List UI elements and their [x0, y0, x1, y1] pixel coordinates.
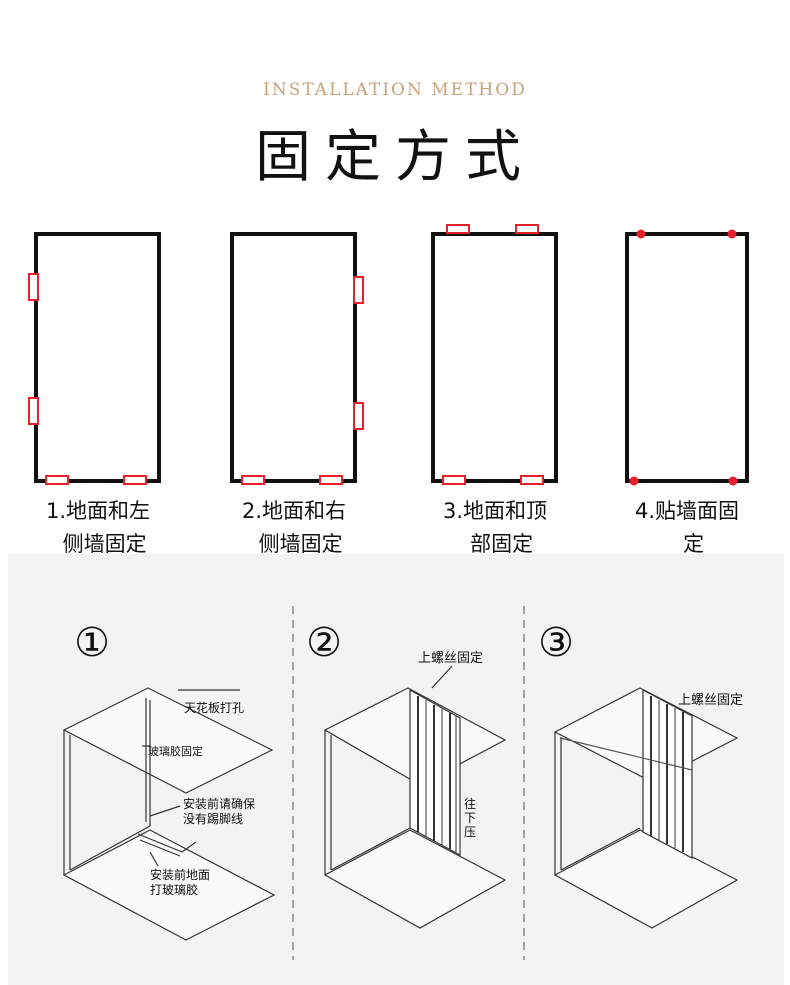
fixing-point-icon [629, 476, 639, 486]
fixing-clip-icon [442, 475, 466, 485]
method-4-caption: 4.贴墙面固 定 [634, 499, 740, 556]
section-title: 固定方式 [255, 125, 535, 190]
step-1-drawing [62, 687, 276, 941]
method-3-frame [431, 224, 558, 485]
fixing-clip-icon [45, 475, 69, 485]
step-3-number: ③ [538, 620, 574, 666]
step-3-drawing [553, 687, 739, 929]
fixing-point-icon [728, 476, 738, 486]
method-4-frame [625, 229, 749, 486]
fixing-clip-icon [123, 475, 147, 485]
step-3-label: 上螺丝固定 [678, 693, 743, 708]
fixing-clip-icon [353, 402, 364, 430]
fixing-clip-icon [241, 475, 265, 485]
fixing-clip-icon [319, 475, 343, 485]
fixing-point-icon [727, 229, 737, 239]
fixing-point-icon [636, 229, 646, 239]
step-1-label: 安装前地面 [150, 867, 210, 882]
fixing-clip-icon [520, 475, 544, 485]
section-subtitle: INSTALLATION METHOD [263, 80, 527, 100]
step-1-label: 天花板打孔 [184, 700, 244, 715]
fixing-clip-icon [515, 224, 539, 234]
method-3-caption: 3.地面和顶 部固定 [442, 499, 548, 556]
step-2-drawing [323, 665, 507, 929]
step-2-label: 上螺丝固定 [418, 651, 483, 666]
step-1-label: 安装前请确保 [183, 796, 255, 811]
fixing-clip-icon [446, 224, 470, 234]
step-1-label: 玻璃胶固定 [148, 744, 203, 758]
step-2-label: 下 [464, 811, 476, 825]
step-1-label: 没有踢脚线 [183, 811, 243, 826]
step-2-number: ② [306, 620, 342, 666]
step-2-label: 压 [464, 825, 476, 839]
fixing-clip-icon [353, 276, 364, 304]
step-1-label: 打玻璃胶 [150, 882, 198, 897]
fixing-clip-icon [28, 397, 39, 425]
method-1-frame [28, 232, 161, 485]
step-1-number: ① [74, 620, 110, 666]
fixing-clip-icon [28, 273, 39, 301]
method-2-caption: 2.地面和右 侧墙固定 [241, 499, 347, 556]
method-2-frame [230, 232, 364, 485]
step-2-label: 往 [464, 796, 476, 811]
method-1-caption: 1.地面和左 侧墙固定 [45, 499, 151, 556]
